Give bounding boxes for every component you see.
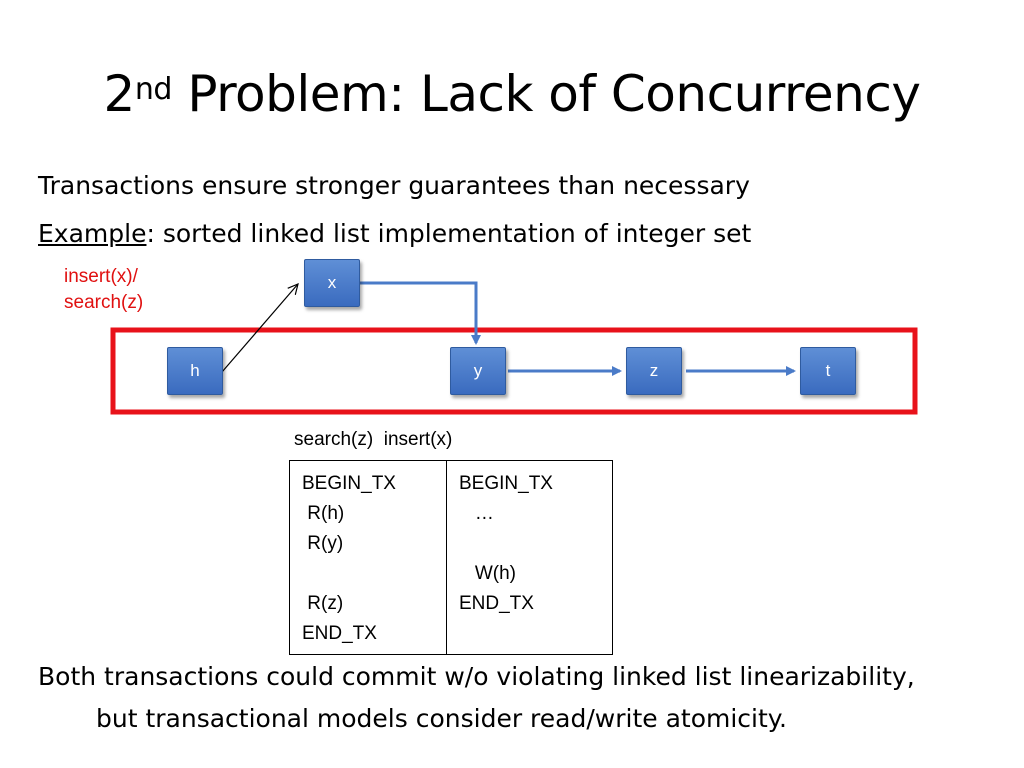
insert-tx-line: … xyxy=(459,503,494,524)
search-tx-line: END_TX xyxy=(302,623,377,644)
search-tx-line xyxy=(302,559,446,589)
search-tx-line: R(y) xyxy=(302,533,344,554)
node-x: x xyxy=(304,259,360,307)
insert-tx-line xyxy=(459,529,612,559)
example-line: Example: sorted linked list implementati… xyxy=(38,218,751,250)
search-tx-line: R(z) xyxy=(302,593,344,614)
search-tx-line: R(h) xyxy=(302,503,345,524)
search-tx-line: BEGIN_TX xyxy=(302,473,396,494)
operation-red-label: insert(x)/ search(z) xyxy=(64,266,144,313)
title-text: Problem: Lack of Concurrency xyxy=(171,65,921,123)
statement-line: Transactions ensure stronger guarantees … xyxy=(38,171,750,200)
conclusion-line-1: Both transactions could commit w/o viola… xyxy=(38,662,915,691)
arrow-h-to-x xyxy=(221,284,298,373)
insert-tx-line: END_TX xyxy=(459,593,534,614)
arrow-x-to-y xyxy=(360,281,481,345)
node-t: t xyxy=(800,347,856,395)
node-y: y xyxy=(450,347,506,395)
insert-tx-line: W(h) xyxy=(459,563,516,584)
example-text: : sorted linked list implementation of i… xyxy=(146,219,752,248)
insert-tx-line: BEGIN_TX xyxy=(459,473,553,494)
transaction-table: BEGIN_TX R(h) R(y) R(z) END_TX BEGIN_TX … xyxy=(289,460,613,655)
example-label: Example xyxy=(38,219,147,248)
title-number: 2 xyxy=(103,65,136,123)
insert-tx-line xyxy=(459,619,612,649)
node-h: h xyxy=(167,347,223,395)
title-superscript: nd xyxy=(134,72,173,107)
conclusion-line-2: but transactional models consider read/w… xyxy=(96,704,787,733)
highlight-box xyxy=(110,327,918,415)
slide-title: 2nd Problem: Lack of Concurrency xyxy=(0,62,1024,126)
search-transaction-column: BEGIN_TX R(h) R(y) R(z) END_TX xyxy=(290,461,447,654)
operations-label: search(z) insert(x) xyxy=(294,429,453,450)
insert-transaction-column: BEGIN_TX … W(h) END_TX xyxy=(447,461,612,654)
node-z: z xyxy=(626,347,682,395)
